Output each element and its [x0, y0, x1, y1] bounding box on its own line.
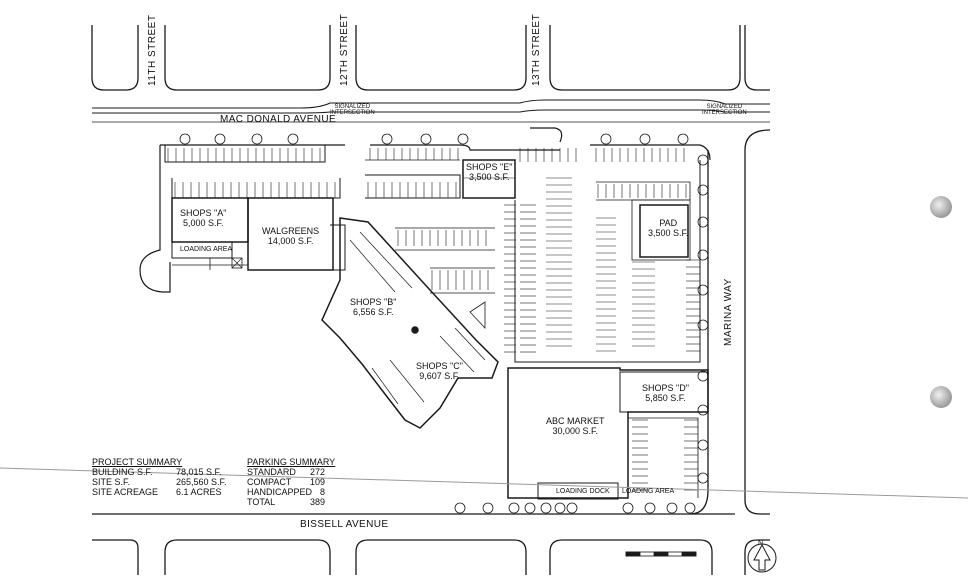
summary-value: 78,015 S.F.: [176, 467, 222, 478]
tree-icon: [420, 133, 432, 145]
label-shops-c: SHOPS "C" 9,607 S.F.: [416, 361, 463, 382]
parking-summary: PARKING SUMMARY STANDARD 272 COMPACT 109 H…: [247, 457, 335, 507]
punch-hole-bottom: [930, 386, 952, 408]
parking-summary-title: PARKING SUMMARY: [247, 457, 336, 467]
tree-icon: [540, 502, 552, 514]
tree-icon: [697, 216, 709, 228]
label-shops-d: SHOPS "D" 5,850 S.F.: [642, 383, 689, 404]
north-arrow-label: N: [758, 540, 764, 547]
bissell-curbs: [92, 513, 770, 575]
fold-line: [0, 467, 968, 499]
label-loading-area-market: LOADING AREA: [622, 488, 675, 495]
label-bissell-avenue: BISSELL AVENUE: [300, 519, 389, 530]
punch-hole-top: [930, 196, 952, 218]
summary-value: 265,560 S.F.: [176, 477, 227, 488]
tree-icon: [697, 284, 709, 296]
label-loading-dock: LOADING DOCK: [556, 488, 610, 495]
tree-icon: [454, 502, 466, 514]
walgreens-building: [171, 197, 334, 271]
tree-icon: [697, 370, 709, 382]
parking-value: 272: [309, 467, 325, 478]
tree-icon: [697, 319, 709, 331]
label-11th-street: 11th STREET: [147, 14, 158, 86]
parking-value: 109: [309, 477, 325, 488]
diagonal-shops: [321, 217, 499, 429]
tree-icon: [508, 502, 520, 514]
tree-icon: [697, 472, 709, 484]
tree-icon: [666, 502, 678, 514]
parking-label: TOTAL: [247, 497, 276, 508]
tree-icon: [482, 502, 494, 514]
parking-stalls: [167, 148, 700, 491]
tree-icon: [697, 249, 709, 261]
graphic-scale: [625, 551, 697, 557]
street-curbs: [91, 25, 770, 91]
label-abc-market: ABC MARKET 30,000 S.F.: [546, 416, 605, 437]
tree-icon: [697, 154, 709, 166]
tree-icon: [179, 133, 191, 145]
label-macdonald-avenue: MAC DONALD AVENUE: [220, 114, 337, 125]
project-summary: PROJECT SUMMARY BUILDING S.F. 78,015 S.F.…: [92, 457, 227, 497]
north-arrow-icon: [747, 543, 777, 573]
label-12th-street: 12th STREET: [339, 13, 350, 86]
label-signalized-right: SIGNALIZED INTERSECTION: [702, 104, 747, 117]
tree-icon: [622, 502, 634, 514]
parking-value: 389: [309, 497, 325, 508]
tree-icon: [684, 502, 696, 514]
tree-icon: [600, 133, 612, 145]
tree-icon: [677, 133, 689, 145]
project-summary-title: PROJECT SUMMARY: [92, 457, 183, 467]
tree-icon: [251, 133, 263, 145]
site-boundary: [139, 127, 711, 293]
shops-e-building: [462, 159, 516, 199]
parking-value: 8: [319, 487, 325, 498]
parking-label: HANDICAPPED: [247, 487, 313, 498]
tree-icon: [697, 404, 709, 416]
label-13th-street: 13th STREET: [531, 13, 542, 86]
street-trees: [179, 133, 709, 514]
label-shops-e: SHOPS "E" 3,500 S.F.: [466, 162, 513, 183]
parking-label: COMPACT: [247, 477, 292, 488]
median: [92, 99, 770, 123]
tree-icon: [566, 502, 578, 514]
summary-label: SITE S.F.: [92, 477, 131, 488]
summary-label: BUILDING S.F.: [92, 467, 153, 478]
label-loading-area-walgreens: LOADING AREA: [180, 246, 233, 253]
label-pad: PAD 3,500 S.F.: [648, 218, 689, 239]
central-parking: [365, 159, 701, 363]
tree-icon: [554, 502, 566, 514]
tree-icon: [524, 502, 536, 514]
tree-icon: [644, 502, 656, 514]
summary-value: 6.1 ACRES: [176, 487, 222, 498]
label-shops-a: SHOPS "A" 5,000 S.F.: [180, 208, 227, 229]
tree-icon: [214, 133, 226, 145]
tree-icon: [287, 133, 299, 145]
summary-label: SITE ACREAGE: [92, 487, 159, 498]
label-shops-b: SHOPS "B" 6,556 S.F.: [350, 297, 397, 318]
label-marina-way: MARINA WAY: [723, 278, 734, 346]
tree-icon: [697, 439, 709, 451]
label-signalized-left: SIGNALIZED INTERSECTION: [330, 104, 375, 117]
tree-icon: [457, 133, 469, 145]
tree-icon: [381, 133, 393, 145]
tree-icon: [639, 133, 651, 145]
tree-icon: [697, 184, 709, 196]
label-walgreens: WALGREENS 14,000 S.F.: [262, 226, 320, 247]
parking-label: STANDARD: [247, 467, 296, 478]
